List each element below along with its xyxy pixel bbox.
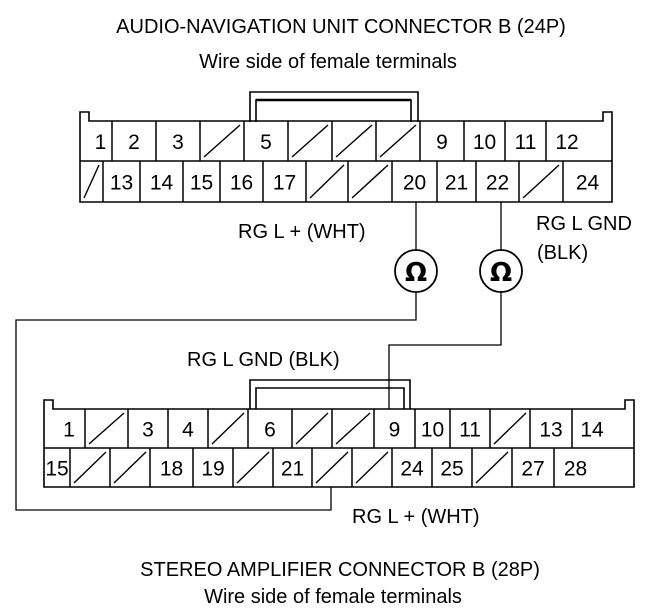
pin-number: 1: [95, 131, 107, 154]
label-rg-l-gnd-top: RG L GND: [536, 213, 632, 235]
wire-meter-b9: [388, 292, 502, 409]
pin-number: 11: [515, 131, 537, 154]
pin-number: 24: [576, 172, 600, 195]
empty-cavity-slash: [88, 412, 125, 445]
empty-cavity-slash: [291, 124, 329, 158]
empty-cavity-slash: [315, 451, 349, 484]
ohm-icon: Ω: [490, 258, 512, 288]
pin-number: 11: [459, 419, 481, 442]
pin-number: 10: [421, 419, 444, 442]
pin-number: 25: [440, 458, 463, 481]
label-rg-l-plus-bottom: RG L + (WHT): [352, 506, 480, 528]
pin-number: 16: [230, 172, 253, 195]
empty-cavity-slash: [236, 451, 270, 484]
pin-number: 15: [190, 172, 213, 195]
connector-a-row2: 13 14 15 16 17 20 21 22 24: [83, 161, 600, 202]
empty-cavity-slash: [522, 164, 560, 199]
pin-number: 21: [281, 458, 304, 481]
empty-cavity-slash: [295, 412, 329, 445]
pin-number: 24: [400, 458, 424, 481]
connector-b-title: STEREO AMPLIFIER CONNECTOR B (28P): [140, 559, 540, 581]
pin-number: 2: [128, 131, 140, 154]
pin-number: 13: [539, 419, 562, 442]
label-rg-l-gnd-middle: RG L GND (BLK): [187, 349, 340, 371]
pin-number: 13: [110, 172, 133, 195]
pin-number: 9: [436, 131, 448, 154]
pin-number: 21: [445, 172, 468, 195]
connector-b-row2: 15 18 19 21 24 25 27 28: [45, 448, 587, 487]
pin-number: 3: [142, 419, 154, 442]
wire-meter-b21: [15, 292, 417, 511]
connector-a-subtitle: Wire side of female terminals: [199, 51, 457, 73]
pin-number: 19: [201, 458, 224, 481]
pin-number: 3: [172, 131, 184, 154]
ohmmeter-left: Ω: [394, 249, 438, 293]
pin-number: 6: [264, 419, 276, 442]
connector-a-title: AUDIO-NAVIGATION UNIT CONNECTOR B (24P): [116, 16, 566, 38]
empty-cavity-slash: [83, 164, 100, 199]
empty-cavity-slash: [351, 164, 389, 199]
pin-number: 1: [63, 419, 75, 442]
ohm-icon: Ω: [405, 258, 427, 288]
pin-number: 5: [260, 131, 272, 154]
label-rg-l-plus-top: RG L + (WHT): [238, 221, 366, 243]
label-blk-top: (BLK): [537, 242, 588, 264]
pin-number: 27: [521, 458, 544, 481]
connector-b: [43, 379, 635, 488]
pin-number: 4: [182, 419, 194, 442]
connector-a: [79, 91, 613, 203]
pin-number: 28: [564, 458, 587, 481]
empty-cavity-slash: [203, 124, 241, 158]
connector-b-subtitle: Wire side of female terminals: [204, 586, 462, 608]
empty-cavity-slash: [113, 451, 147, 484]
pin-number: 14: [150, 172, 174, 195]
empty-cavity-slash: [379, 124, 417, 158]
wires: [15, 202, 502, 511]
empty-cavity-slash: [335, 412, 371, 445]
pin-number: 10: [473, 131, 496, 154]
empty-cavity-slash: [211, 412, 245, 445]
pin-number: 18: [160, 458, 183, 481]
empty-cavity-slash: [493, 412, 527, 445]
empty-cavity-slash: [309, 164, 345, 199]
empty-cavity-slash: [73, 451, 107, 484]
ohmmeter-right: Ω: [479, 249, 523, 293]
pin-number: 20: [403, 172, 426, 195]
pin-number: 17: [273, 172, 296, 195]
pin-number: 22: [486, 172, 509, 195]
pin-number: 12: [555, 131, 578, 154]
pin-number: 15: [45, 458, 68, 481]
empty-cavity-slash: [475, 451, 509, 484]
pin-number: 9: [389, 419, 401, 442]
empty-cavity-slash: [355, 451, 389, 484]
pin-number: 14: [580, 419, 604, 442]
empty-cavity-slash: [335, 124, 373, 158]
